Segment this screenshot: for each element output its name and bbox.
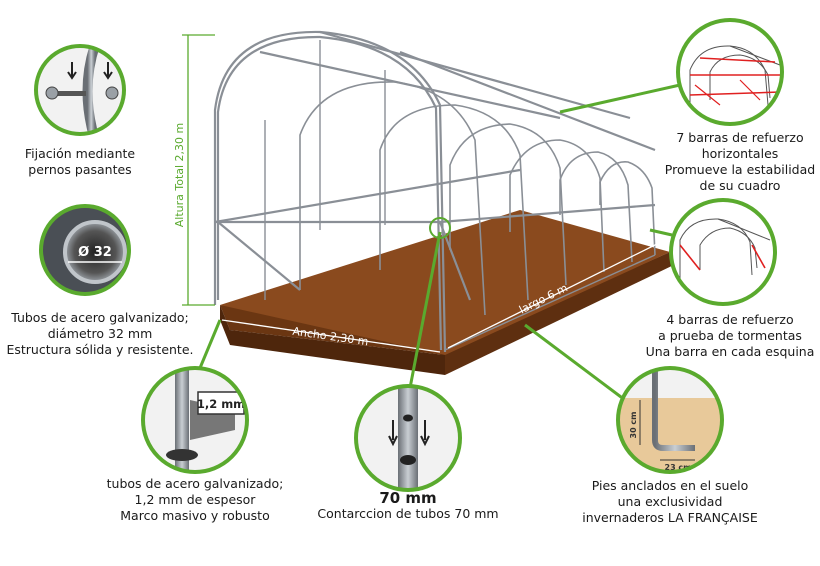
horizontal-bars-caption: 7 barras de refuerzo horizontales Promue…: [660, 130, 820, 194]
bolt-callout-image: [34, 44, 126, 136]
tubes-caption-line: Tubos de acero galvanizado;: [11, 310, 189, 325]
thickness-callout-image: 1,2 mm: [141, 366, 249, 474]
greenhouse-frame: [213, 30, 656, 353]
thickness-badge: 1,2 mm: [197, 397, 245, 411]
storm-bars-caption: 4 barras de refuerzo a prueba de torment…: [640, 312, 820, 360]
height-label: Altura Total 2,30 m: [173, 123, 186, 228]
feet-caption-line: Pies anclados en el suelo: [591, 478, 749, 493]
horizontal-bars-callout-image: [676, 18, 784, 126]
bolts-caption-line: pernos pasantes: [28, 162, 132, 177]
storm-bars-caption-line: Una barra en cada esquina: [645, 344, 815, 359]
storm-bars-callout-image: [669, 198, 777, 306]
feet-depth-label: 30 cm: [629, 412, 638, 439]
diameter-badge: Ø 32: [78, 245, 112, 260]
feet-caption: Pies anclados en el suelo una exclusivid…: [570, 478, 770, 526]
storm-bars-caption-line: a prueba de tormentas: [658, 328, 802, 343]
tubes-caption-line: Estructura sólida y resistente.: [6, 342, 194, 357]
feet-length-label: 23 cm: [665, 463, 692, 472]
thickness-caption: tubos de acero galvanizado; 1,2 mm de es…: [92, 476, 298, 524]
thickness-caption-line: 1,2 mm de espesor: [134, 492, 256, 507]
thickness-caption-line: tubos de acero galvanizado;: [106, 476, 284, 491]
horizontal-bars-caption-line: Promueve la estabilidad: [664, 162, 816, 177]
soil-bed: [220, 210, 680, 375]
horizontal-bars-caption-line: de su cuadro: [699, 178, 781, 193]
dimension-lines: [182, 34, 666, 353]
tube-callout-image: Ø 32: [39, 204, 131, 296]
feet-callout-image: 30 cm 23 cm: [616, 366, 724, 474]
bolts-caption: Fijación mediante pernos pasantes: [12, 146, 148, 178]
contraction-caption-line: Contarccion de tubos 70 mm: [317, 506, 499, 521]
contraction-callout-image: [354, 384, 462, 492]
contraction-title: 70 mm: [379, 489, 437, 507]
contraction-caption: 70 mm Contarccion de tubos 70 mm: [300, 490, 516, 522]
feet-caption-line: invernaderos LA FRANÇAISE: [582, 510, 758, 525]
tubes-caption-line: diámetro 32 mm: [47, 326, 153, 341]
contraction-marker: [429, 217, 451, 239]
tubes-caption: Tubos de acero galvanizado; diámetro 32 …: [2, 310, 198, 358]
bolts-caption-line: Fijación mediante: [24, 146, 136, 161]
thickness-caption-line: Marco masivo y robusto: [120, 508, 270, 523]
connector-lines: [198, 83, 681, 402]
storm-bars-caption-line: 4 barras de refuerzo: [666, 312, 794, 327]
horizontal-bars-caption-line: horizontales: [701, 146, 779, 161]
horizontal-bars-caption-line: 7 barras de refuerzo: [676, 130, 804, 145]
feet-caption-line: una exclusividad: [617, 494, 723, 509]
